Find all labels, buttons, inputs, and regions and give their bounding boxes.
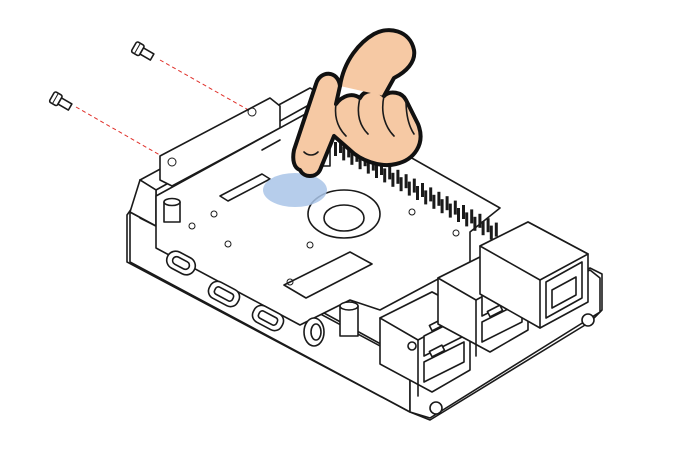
gpio-pin xyxy=(437,191,441,206)
pointing-hand-icon xyxy=(291,28,423,178)
gpio-pin xyxy=(416,186,419,200)
gpio-pin xyxy=(445,196,449,211)
target-area-highlight xyxy=(263,173,327,207)
gpio-pin xyxy=(391,172,395,187)
gpio-pin xyxy=(473,216,477,231)
gpio-pin xyxy=(424,190,428,205)
case-corner-post xyxy=(429,313,595,415)
gpio-pin xyxy=(380,161,383,175)
gpio-pin xyxy=(448,203,452,218)
screw-guide-line-upper xyxy=(159,59,253,113)
gpio-pin xyxy=(486,218,490,233)
gpio-pin xyxy=(470,209,474,224)
gpio-pin xyxy=(432,194,436,209)
gpio-pin xyxy=(407,181,411,196)
micro-hdmi-port-1 xyxy=(207,280,241,308)
gpio-pin xyxy=(465,212,469,227)
ethernet-port xyxy=(479,221,589,329)
gpio-pin xyxy=(462,205,465,219)
gpio-pin xyxy=(383,168,387,183)
gpio-pin xyxy=(421,183,424,197)
gpio-pin xyxy=(342,146,346,161)
gpio-pin xyxy=(396,169,400,184)
gpio-pin xyxy=(481,221,485,236)
gpio-pin xyxy=(457,208,460,222)
screw-icon xyxy=(130,41,155,61)
gpio-pin xyxy=(429,187,433,202)
gpio-pin xyxy=(350,150,354,165)
micro-hdmi-port-2 xyxy=(251,304,285,332)
gpio-pin xyxy=(399,177,403,192)
gpio-pin xyxy=(339,139,342,153)
top-plate xyxy=(155,105,501,326)
gpio-pin xyxy=(366,159,370,174)
gpio-pin xyxy=(440,199,444,214)
gpio-pin xyxy=(478,213,482,228)
usb-c-port xyxy=(165,250,197,276)
screw-icon xyxy=(48,91,73,111)
gpio-pin xyxy=(494,222,498,237)
gpio-pin xyxy=(489,225,493,240)
gpio-pin xyxy=(404,174,408,189)
gpio-pin xyxy=(453,200,457,215)
gpio-pin xyxy=(375,164,378,178)
gpio-pin xyxy=(388,165,392,180)
gpio-pin xyxy=(412,178,416,193)
front-ports xyxy=(165,250,359,347)
gpio-pin xyxy=(358,155,362,170)
gpio-pin xyxy=(334,142,337,156)
audio-jack xyxy=(303,317,325,347)
screw-guide-line-lower xyxy=(75,106,173,163)
